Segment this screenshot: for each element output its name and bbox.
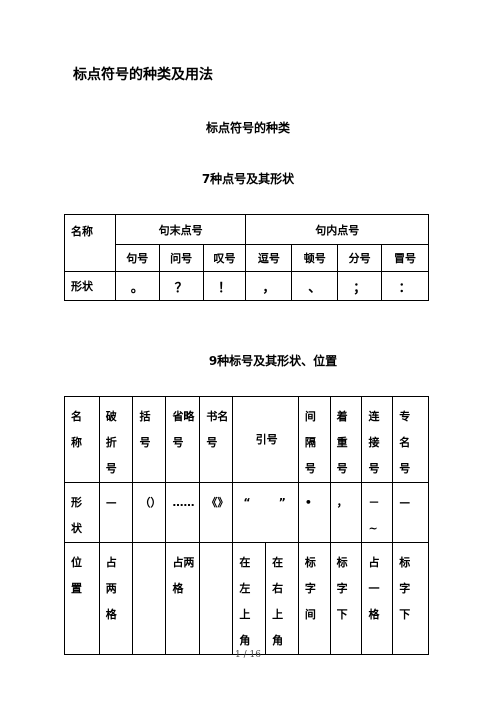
marks-table: 名称 破折号 括号 省略号 书名号 引号 间隔号 着重号 连接号 专名号 形状 … [64, 396, 429, 655]
mark-name: 叹号 [202, 244, 247, 272]
emphasis-mark-shape: ， [329, 482, 363, 543]
quotation-marks-shape: “ ” [232, 482, 299, 543]
connector-mark-name: 连接号 [361, 396, 394, 483]
mark-shape: 、 [291, 271, 339, 301]
shape-header: 形状 [64, 271, 116, 301]
mark-shape: ， [245, 271, 293, 301]
ellipsis-position: 占两格 [165, 542, 201, 655]
mark-name: 问号 [158, 244, 204, 272]
mark-name: 冒号 [381, 244, 429, 272]
proper-noun-mark-name: 专名号 [392, 396, 429, 483]
mark-name: 逗号 [245, 244, 293, 272]
mark-shape: ！ [202, 271, 247, 301]
quotation-marks-name: 引号 [232, 396, 299, 483]
mark-shape: ： [381, 271, 429, 301]
right-quote-shape: ” [278, 496, 286, 509]
right-quote-position: 在右上角 [265, 542, 299, 655]
connector-mark-position: 占一格 [361, 542, 394, 655]
separator-mark-shape: • [297, 482, 331, 543]
table1-caption: 7种点号及其形状 [201, 172, 295, 186]
mark-shape: ； [337, 271, 383, 301]
page-title: 标点符号的种类及用法 [73, 67, 213, 83]
dash-shape: — [98, 482, 134, 543]
brackets-name: 括号 [132, 396, 167, 483]
left-quote-shape: “ [243, 496, 251, 509]
table2-caption: 9种标号及其形状、位置 [208, 354, 338, 368]
emphasis-mark-name: 着重号 [329, 396, 363, 483]
book-title-mark-shape: 《》 [199, 482, 234, 543]
separator-mark-name: 间隔号 [297, 396, 331, 483]
mark-name: 分号 [337, 244, 383, 272]
mark-name: 顿号 [291, 244, 339, 272]
dash-position: 占两格 [98, 542, 134, 655]
ellipsis-shape: …… [165, 482, 201, 543]
sentence-inner-group: 句内点号 [245, 214, 429, 245]
proper-noun-mark-shape: — [392, 482, 429, 543]
shape-header: 形状 [64, 482, 100, 543]
book-title-mark-name: 书名号 [199, 396, 234, 483]
name-header: 名称 [64, 214, 116, 272]
connector-mark-shape: －~ [361, 482, 394, 543]
dash-name: 破折号 [98, 396, 134, 483]
position-header: 位置 [64, 542, 100, 655]
punctuation-marks-table: 名称 句末点号 句内点号 句号 问号 叹号 逗号 顿号 分号 冒号 形状 。 ？… [64, 214, 429, 301]
brackets-shape: （） [132, 482, 167, 543]
separator-mark-position: 标字间 [297, 542, 331, 655]
sentence-end-group: 句末点号 [114, 214, 247, 245]
mark-shape: 。 [114, 271, 160, 301]
page-number: 1 / 16 [235, 650, 261, 660]
mark-shape: ？ [158, 271, 204, 301]
emphasis-mark-position: 标字下 [329, 542, 363, 655]
book-title-mark-position [199, 542, 234, 655]
name-header: 名称 [64, 396, 100, 483]
mark-name: 句号 [114, 244, 160, 272]
brackets-position [132, 542, 167, 655]
section-title: 标点符号的种类 [205, 121, 290, 135]
proper-noun-mark-position: 标字下 [392, 542, 429, 655]
ellipsis-name: 省略号 [165, 396, 201, 483]
left-quote-position: 在左上角 [232, 542, 267, 655]
